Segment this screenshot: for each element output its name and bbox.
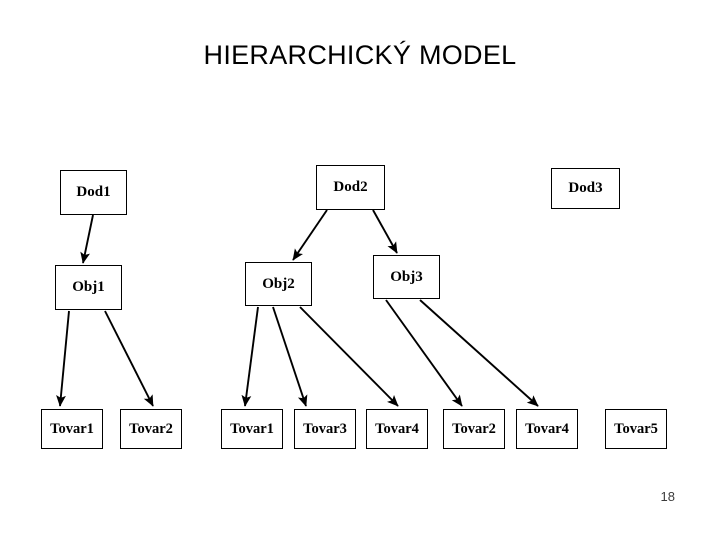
node-tovar_d[interactable]: Tovar3 [294, 409, 356, 449]
edge-obj1-to-tovar_a [56, 310, 70, 407]
node-tovar_b[interactable]: Tovar2 [120, 409, 182, 449]
edge-obj2-to-tovar_c [241, 306, 259, 407]
node-tovar_h[interactable]: Tovar5 [605, 409, 667, 449]
node-tovar_g[interactable]: Tovar4 [516, 409, 578, 449]
edge-dod1-to-obj1 [80, 214, 94, 264]
node-tovar_e[interactable]: Tovar4 [366, 409, 428, 449]
node-obj1[interactable]: Obj1 [55, 265, 122, 310]
edge-obj3-to-tovar_g [419, 299, 539, 407]
edge-obj3-to-tovar_f [385, 299, 463, 407]
page-number: 18 [660, 489, 675, 504]
edge-dod2-to-obj3 [372, 209, 398, 254]
node-tovar_a[interactable]: Tovar1 [41, 409, 103, 449]
node-tovar_f[interactable]: Tovar2 [443, 409, 505, 449]
node-obj3[interactable]: Obj3 [373, 255, 440, 299]
node-obj2[interactable]: Obj2 [245, 262, 312, 306]
node-dod3[interactable]: Dod3 [551, 168, 620, 209]
edge-group [56, 209, 539, 407]
edge-obj1-to-tovar_b [104, 310, 154, 407]
edge-dod2-to-obj2 [292, 209, 328, 261]
node-dod1[interactable]: Dod1 [60, 170, 127, 215]
edge-obj2-to-tovar_e [299, 306, 399, 407]
node-dod2[interactable]: Dod2 [316, 165, 385, 210]
node-tovar_c[interactable]: Tovar1 [221, 409, 283, 449]
edge-obj2-to-tovar_d [272, 306, 308, 407]
page-title: HIERARCHICKÝ MODEL [203, 40, 517, 70]
